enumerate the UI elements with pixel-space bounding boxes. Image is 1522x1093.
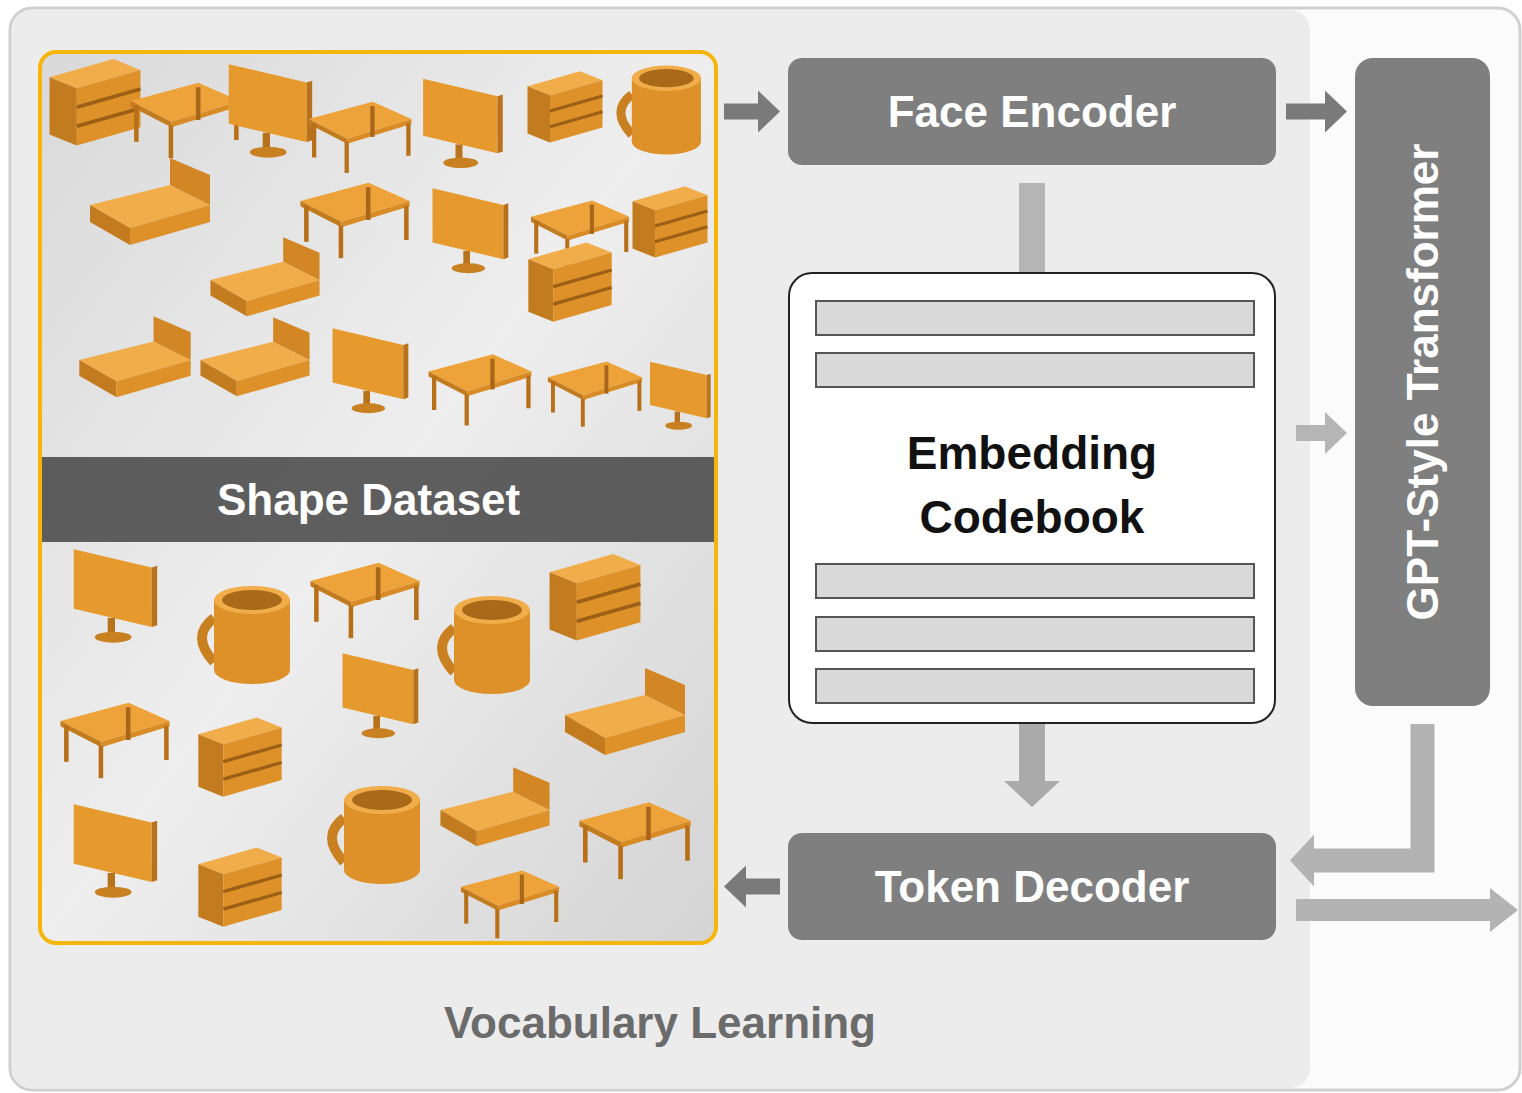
outer-frame <box>10 8 1520 1090</box>
codebook-entry <box>815 300 1255 336</box>
transformer-box: GPT-Style Transformer <box>1355 58 1490 706</box>
codebook-box: Embedding Codebook <box>788 272 1276 724</box>
node-label: GPT-Style Transformer <box>1398 144 1448 621</box>
arrow-head <box>1325 91 1347 133</box>
node-label: Token Decoder <box>875 862 1190 912</box>
shape-dataset-illustration <box>40 52 716 943</box>
arrow-head <box>1004 781 1060 807</box>
dataset-box: Shape Dataset <box>38 50 718 945</box>
node-label: Vocabulary Learning <box>12 998 1308 1048</box>
arrow-head <box>724 866 746 908</box>
label-band: Shape Dataset <box>42 457 714 542</box>
panel-region: Shape Dataset Face EncoderEmbedding Codeb… <box>12 10 1310 1088</box>
arrow-head <box>1290 835 1314 887</box>
connector-line <box>746 879 780 895</box>
connector <box>1032 183 1033 274</box>
codebook-entry <box>815 563 1255 599</box>
connector <box>724 866 780 908</box>
node-label: Face Encoder <box>888 87 1177 137</box>
arrow-head <box>1325 412 1347 454</box>
connector <box>724 91 780 133</box>
connector-line <box>1019 183 1045 274</box>
connector-line <box>1019 724 1045 781</box>
codebook-entry <box>815 668 1255 704</box>
codebook-entry <box>815 616 1255 652</box>
connector <box>1286 91 1347 133</box>
node-label: Shape Dataset <box>42 475 520 525</box>
arrow-head <box>758 91 780 133</box>
output-arrow <box>1296 888 1518 932</box>
connector <box>1004 724 1060 807</box>
vocabulary-panel-ground <box>12 10 1310 1088</box>
connector-line <box>1314 724 1423 861</box>
connector-line <box>724 104 758 120</box>
connector <box>1290 724 1423 887</box>
connector <box>1296 412 1347 454</box>
process-box: Face Encoder <box>788 58 1276 165</box>
node-label: Embedding Codebook <box>852 421 1212 549</box>
codebook-entry <box>815 352 1255 388</box>
connector-line <box>1286 104 1325 120</box>
process-box: Token Decoder <box>788 833 1276 940</box>
connector-line <box>1296 425 1325 441</box>
